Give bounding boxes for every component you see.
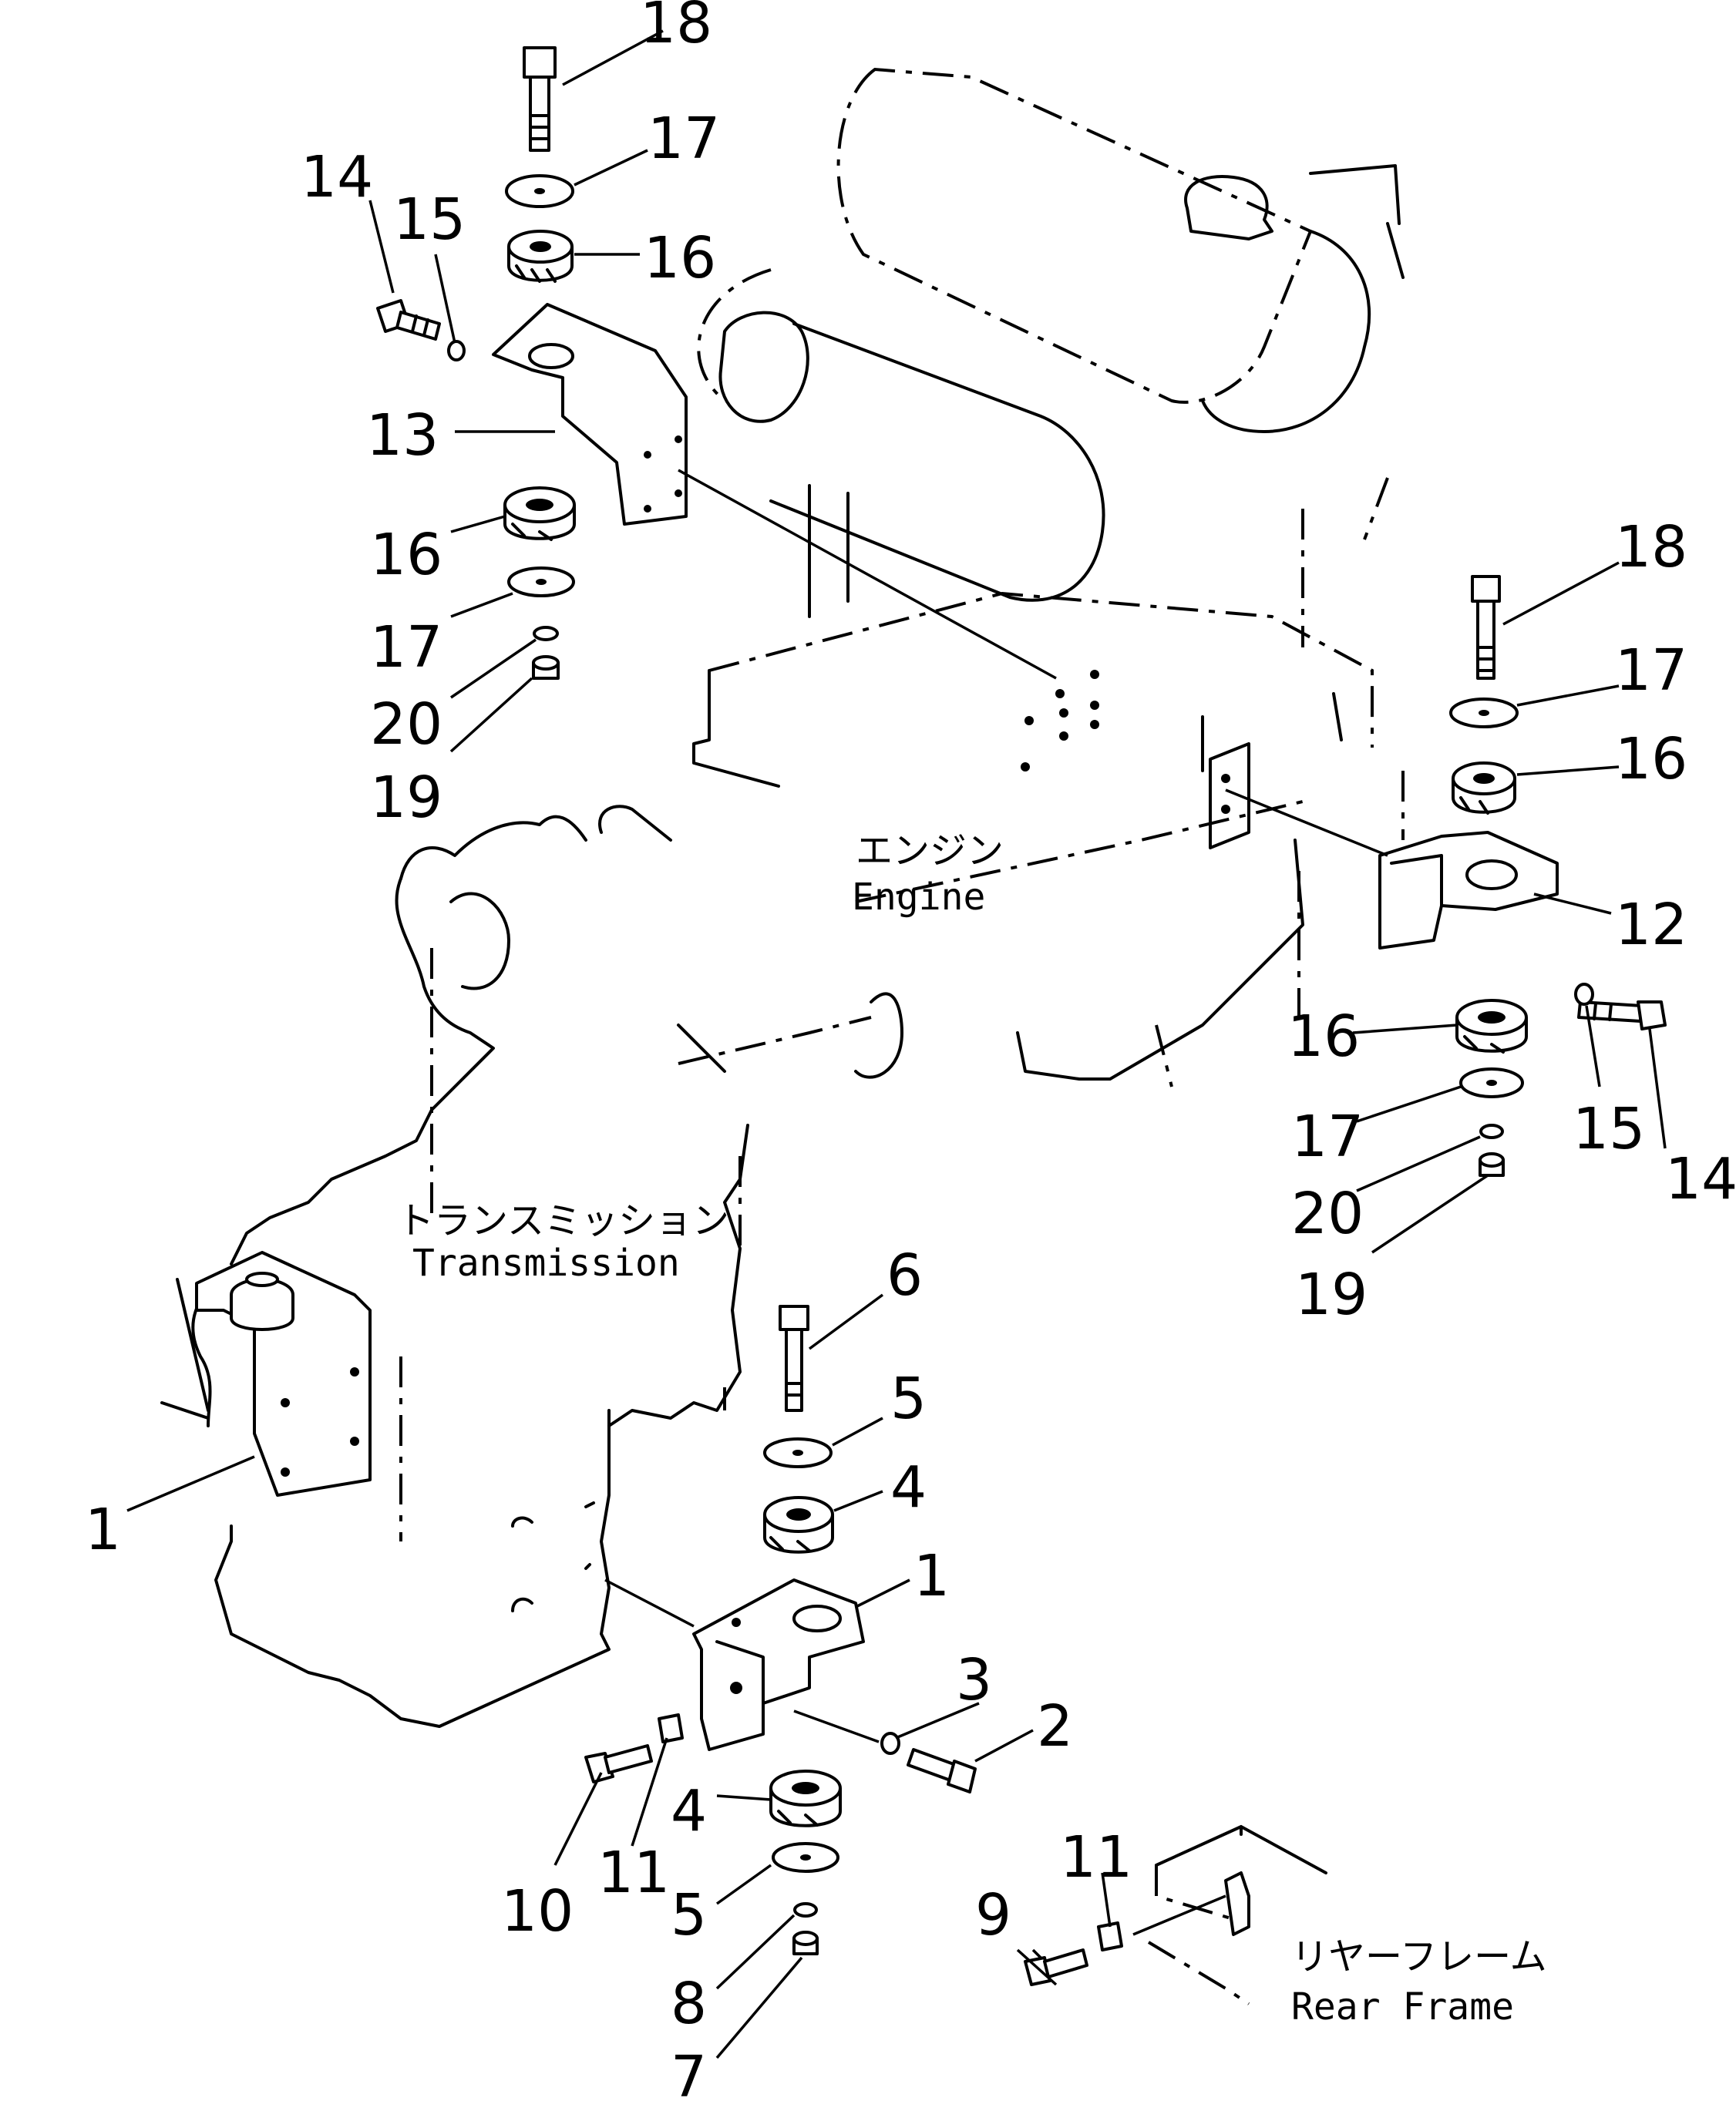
nut-11-right <box>1097 1921 1123 1951</box>
leader-lines <box>126 29 1667 2059</box>
label-1-lower: 1 <box>913 1543 950 1609</box>
label-3: 3 <box>956 1647 992 1713</box>
label-11-right: 11 <box>1060 1824 1132 1891</box>
rear-frame-label-en: Rear Frame <box>1291 1985 1514 2029</box>
alignment-lines <box>604 469 1388 1936</box>
rubber-mount-16-top-right <box>1452 761 1516 815</box>
label-17-top-right: 17 <box>1615 637 1687 704</box>
label-5-bottom: 5 <box>671 1882 707 1948</box>
bracket-1-lower <box>692 1578 865 1751</box>
engine-label-jp: エンジン <box>856 829 1004 872</box>
washer-17-lower-left <box>507 566 575 597</box>
label-20-right: 20 <box>1291 1181 1364 1247</box>
washer-5-top <box>763 1437 833 1468</box>
label-16-top-left: 16 <box>644 225 716 291</box>
label-10: 10 <box>501 1878 574 1945</box>
bracket-13 <box>492 303 688 526</box>
bolt-18-left <box>523 46 557 152</box>
washer-15-right <box>1574 983 1594 1006</box>
washer-17-lower-right <box>1459 1067 1524 1098</box>
label-1-left: 1 <box>85 1497 121 1563</box>
label-5-top: 5 <box>890 1366 927 1432</box>
part-number-labels: 18 17 16 14 15 13 16 17 20 19 18 17 16 1… <box>85 0 1736 2101</box>
rear-frame-label-jp: リヤーフレーム <box>1291 1935 1547 1978</box>
nut-11-left <box>658 1713 684 1743</box>
bolt-6 <box>779 1305 809 1412</box>
label-17-top-left: 17 <box>648 106 720 172</box>
label-16-lower-right: 16 <box>1287 1003 1360 1070</box>
washer-15-left <box>447 340 466 361</box>
bracket-12 <box>1378 831 1559 950</box>
label-15-left: 15 <box>393 187 466 253</box>
label-14-right: 14 <box>1665 1146 1736 1212</box>
label-4-top: 4 <box>890 1454 927 1521</box>
transmission-outline <box>160 815 749 1728</box>
bolt-2 <box>907 1748 977 1793</box>
engine-bolt-holes <box>1021 670 1250 849</box>
bolt-9 <box>1024 1948 1088 1986</box>
label-7: 7 <box>671 2044 707 2101</box>
bolt-14-left <box>376 299 441 341</box>
washer-5-bottom <box>772 1842 839 1873</box>
engine-outline <box>598 67 1466 1087</box>
label-17-lower-right: 17 <box>1291 1104 1364 1170</box>
label-14-left: 14 <box>301 144 373 210</box>
label-12: 12 <box>1615 892 1687 958</box>
bolt-14-right <box>1577 1000 1667 1030</box>
label-18-right: 18 <box>1615 514 1687 580</box>
label-8: 8 <box>671 1971 707 2037</box>
bolt-10 <box>584 1744 653 1783</box>
bolt-18-right <box>1471 575 1501 680</box>
component-labels: エンジン Engine トランスミッション Transmission リヤーフレ… <box>397 829 1547 2029</box>
label-9: 9 <box>975 1882 1011 1948</box>
label-4-bottom: 4 <box>671 1778 707 1844</box>
lock-washer-20-left <box>533 626 559 641</box>
label-17-lower-left: 17 <box>370 614 442 681</box>
engine-label-en: Engine <box>852 876 985 919</box>
rear-frame-outline <box>1147 1825 1327 2005</box>
washer-17-top-left <box>505 174 574 208</box>
label-13: 13 <box>366 402 439 469</box>
label-11-left: 11 <box>597 1840 670 1906</box>
label-19-left: 19 <box>370 765 442 831</box>
lock-washer-20-right <box>1479 1124 1504 1139</box>
rubber-mount-4-top <box>763 1496 834 1554</box>
lock-washer-8 <box>793 1902 818 1918</box>
label-16-lower-left: 16 <box>370 522 442 588</box>
label-2: 2 <box>1037 1693 1073 1760</box>
transmission-label-jp: トランスミッション <box>397 1199 729 1242</box>
rubber-mount-16-top-left <box>507 230 574 283</box>
label-16-top-right: 16 <box>1615 726 1687 792</box>
rubber-mount-4-bottom <box>769 1770 842 1827</box>
rubber-mount-16-lower-right <box>1455 999 1528 1054</box>
bracket-1-left <box>195 1251 372 1497</box>
washer-3 <box>880 1732 900 1755</box>
rubber-mount-16-lower-left <box>503 486 576 541</box>
label-15-right: 15 <box>1573 1096 1645 1162</box>
label-6: 6 <box>887 1242 923 1309</box>
nut-19-left <box>532 655 560 680</box>
nut-7 <box>792 1931 819 1955</box>
nut-19-right <box>1479 1152 1505 1177</box>
label-19-right: 19 <box>1295 1262 1368 1328</box>
washer-17-top-right <box>1449 698 1519 728</box>
label-20-left: 20 <box>370 691 442 758</box>
transmission-label-en: Transmission <box>412 1242 680 1285</box>
label-18-left: 18 <box>640 0 712 56</box>
